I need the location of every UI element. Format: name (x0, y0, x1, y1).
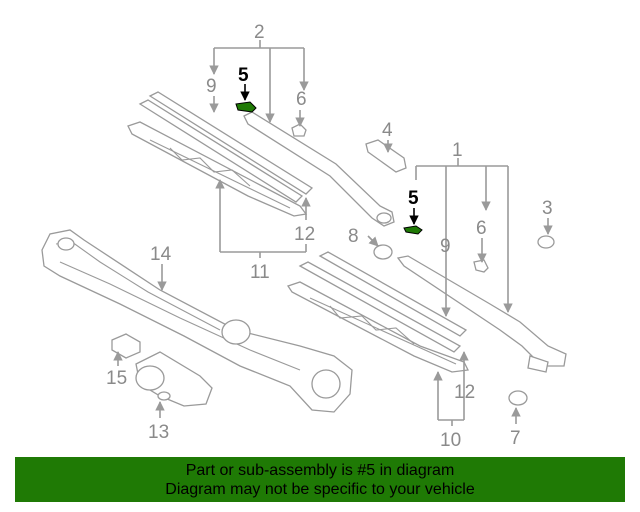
cover-cap-part (365, 139, 407, 173)
highlighted-part-5-lower (403, 225, 423, 235)
pivot-nut-part (373, 244, 393, 260)
callout-5-lower: 5 (408, 188, 419, 209)
callout-14: 14 (150, 244, 172, 265)
callout-13: 13 (148, 422, 169, 443)
clip-part-right (473, 259, 489, 273)
callout-10: 10 (440, 430, 461, 451)
callout-15: 15 (106, 368, 127, 389)
callout-9-lower: 9 (440, 236, 451, 257)
nut-part (537, 235, 555, 249)
info-banner: Part or sub-assembly is #5 in diagram Di… (15, 457, 625, 502)
callout-12-lower: 12 (454, 382, 475, 403)
callout-4: 4 (382, 120, 393, 141)
clip-part-left (291, 123, 307, 137)
callout-6-upper: 6 (296, 89, 307, 110)
pivot-cap-part (508, 390, 528, 406)
callout-2: 2 (254, 22, 265, 43)
highlighted-part-5-upper (235, 101, 257, 113)
banner-line-1: Part or sub-assembly is #5 in diagram (185, 462, 455, 479)
callout-9-upper: 9 (206, 76, 217, 97)
callout-7: 7 (510, 428, 521, 449)
wiper-motor-part (135, 351, 213, 407)
upper-wiper-blade-assembly (127, 91, 395, 227)
callout-6-lower: 6 (476, 218, 487, 239)
callout-8: 8 (348, 226, 359, 247)
callout-1: 1 (452, 140, 463, 161)
bracket-part (111, 333, 141, 359)
banner-line-2: Diagram may not be specific to your vehi… (165, 481, 475, 498)
parts-diagram: 2 5 9 6 4 1 5 3 12 8 9 6 14 11 15 12 13 … (41, 22, 567, 451)
callout-12-upper: 12 (294, 224, 315, 245)
callout-5-upper: 5 (238, 65, 249, 86)
callout-11: 11 (250, 262, 270, 283)
wiper-linkage-part (41, 229, 353, 413)
lower-wiper-blade-assembly (286, 251, 567, 373)
callout-3: 3 (542, 198, 553, 219)
leader-lines (113, 40, 553, 426)
